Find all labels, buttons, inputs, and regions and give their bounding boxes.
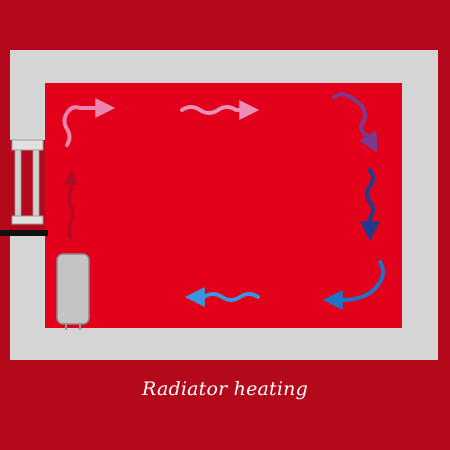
airflow-arrow-bottom-right (322, 260, 385, 310)
rising-air-arrow (63, 169, 79, 240)
airflow-arrow-top-left (62, 98, 116, 147)
airflow-arrow-top-right (332, 92, 378, 153)
window-icon (0, 139, 48, 236)
diagram-caption: Radiator heating (142, 378, 308, 400)
airflow-arrow-bottom-middle (184, 287, 260, 307)
room-interior (45, 83, 402, 328)
radiator-icon (56, 253, 90, 330)
airflow-arrow-right (360, 168, 380, 242)
airflow-arrow-top-middle (180, 100, 260, 120)
